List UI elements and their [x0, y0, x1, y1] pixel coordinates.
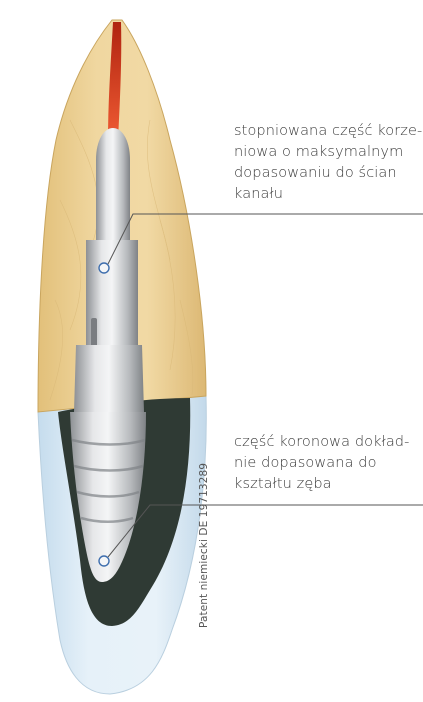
post-groove	[91, 318, 97, 348]
callout-line: stopniowana część korze-	[234, 121, 422, 142]
callout-line: niowa o maksymalnym	[234, 142, 422, 163]
root-part-callout: stopniowana część korze- niowa o maksyma…	[234, 121, 422, 205]
callout-line: kształtu zęba	[234, 474, 409, 495]
crown-marker	[99, 556, 109, 566]
callout-line: kanału	[234, 184, 422, 205]
callout-line: dopasowaniu do ścian	[234, 163, 422, 184]
callout-line: nie dopasowana do	[234, 453, 409, 474]
crown-part-callout: część koronowa dokład- nie dopasowana do…	[234, 432, 409, 495]
post-body	[74, 345, 144, 412]
callout-line: część koronowa dokład-	[234, 432, 409, 453]
patent-label: Patent niemiecki DE 19713289	[198, 463, 210, 628]
post-tip	[96, 128, 130, 240]
root-marker	[99, 263, 109, 273]
